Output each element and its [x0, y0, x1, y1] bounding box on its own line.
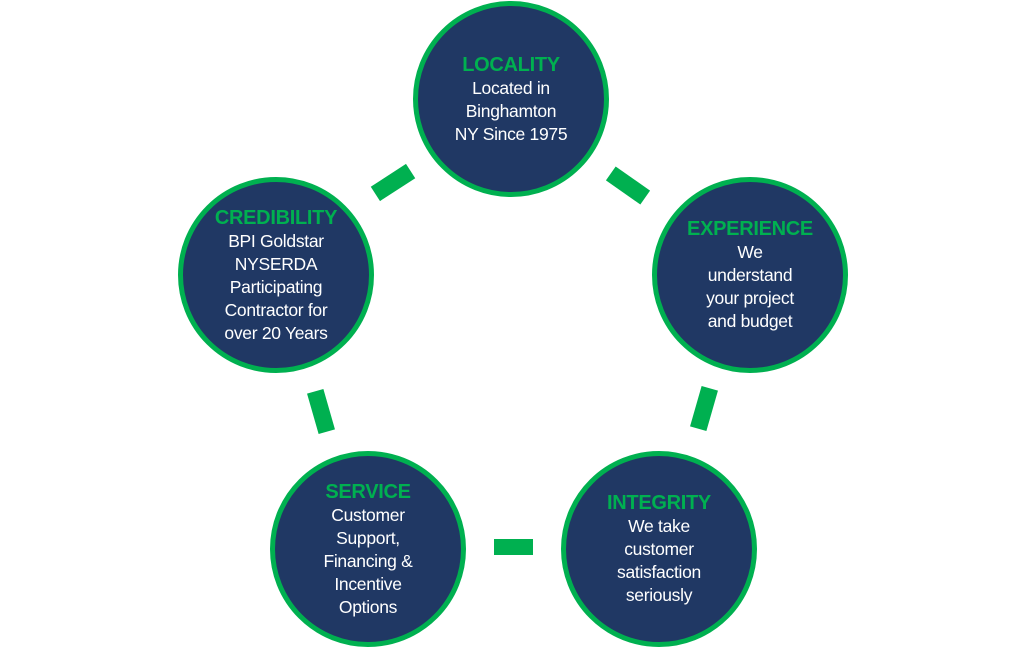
node-text-line: Binghamton [465, 100, 557, 121]
node-title: INTEGRITY [607, 492, 711, 514]
connector-locality-experience [605, 166, 651, 205]
node-title: EXPERIENCE [687, 218, 813, 240]
connector-experience-integrity [690, 385, 718, 432]
service-circle: SERVICE Customer Support, Financing & In… [270, 451, 466, 647]
experience-circle: EXPERIENCE We understand your project an… [652, 177, 848, 373]
node-text-line: Customer [331, 504, 405, 525]
node-text-line: Contractor for [224, 299, 328, 320]
node-title: CREDIBILITY [214, 206, 338, 229]
node-title: SERVICE [325, 480, 411, 503]
node-text-line: over 20 Years [224, 322, 328, 343]
node-text-line: Incentive [334, 573, 402, 594]
node-text-line: understand [707, 265, 793, 285]
connector-credibility-locality [370, 163, 416, 202]
node-text-line: Financing & [323, 550, 413, 571]
locality-circle: LOCALITY Located in Binghamton NY Since … [413, 1, 609, 197]
connector-service-credibility [307, 388, 335, 435]
node-text-line: Options [338, 596, 398, 617]
node-text-line: We take [628, 516, 690, 536]
connector-integrity-service [494, 539, 533, 555]
node-text-line: seriously [625, 585, 693, 605]
node-text-line: NY Since 1975 [454, 123, 568, 144]
node-text-line: satisfaction [617, 562, 701, 582]
node-text-line: customer [624, 539, 694, 559]
credibility-circle: CREDIBILITY BPI Goldstar NYSERDA Partici… [178, 177, 374, 373]
node-text-line: and budget [707, 311, 793, 331]
node-text-line: your project [706, 288, 794, 308]
node-text-line: BPI Goldstar [228, 230, 324, 251]
node-text-line: Participating [229, 276, 323, 297]
node-text-line: NYSERDA [234, 253, 318, 274]
node-text-line: We [737, 242, 763, 262]
node-text-line: Located in [472, 77, 550, 98]
integrity-circle: INTEGRITY We take customer satisfaction … [561, 451, 757, 647]
node-text-line: Support, [336, 527, 400, 548]
node-title: LOCALITY [462, 53, 560, 76]
